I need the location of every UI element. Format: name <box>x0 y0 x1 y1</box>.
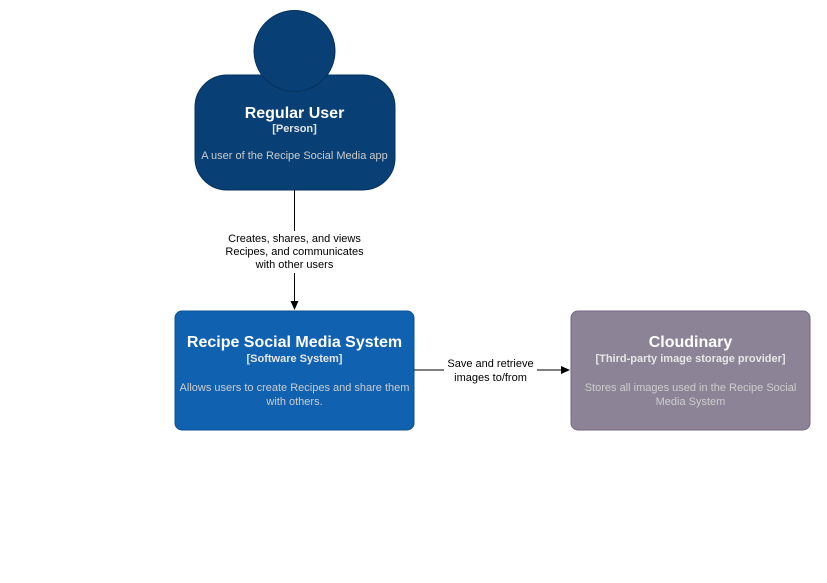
external-system-box <box>570 310 811 431</box>
person-head-icon <box>253 10 336 92</box>
edge-label-background <box>444 356 537 383</box>
edge-label-line-2: images to/from <box>454 372 527 384</box>
person-title: Regular User <box>245 105 345 122</box>
edge-label-line-1: Creates, shares, and views <box>228 233 361 245</box>
edge-label-line-3: with other users <box>255 259 334 271</box>
edge-system-to-cloudinary[interactable]: Save and retrieve images to/from <box>414 356 570 384</box>
external-system-type: [Third-party image storage provider] <box>595 353 785 365</box>
person-type: [Person] <box>272 123 317 135</box>
external-system-description-line-2: Media System <box>656 396 726 408</box>
person-node-regular-user[interactable]: Regular User [Person] A user of the Reci… <box>194 10 396 191</box>
edge-label-line-2: Recipes, and communicates <box>225 246 364 258</box>
system-description-line-2: with others. <box>265 396 322 408</box>
external-system-description-line-1: Stores all images used in the Recipe Soc… <box>585 382 797 394</box>
edge-label-background <box>222 231 367 273</box>
software-system-node-recipe[interactable]: Recipe Social Media System [Software Sys… <box>174 310 415 431</box>
external-system-node-cloudinary[interactable]: Cloudinary [Third-party image storage pr… <box>570 310 811 431</box>
system-description-line-1: Allows users to create Recipes and share… <box>180 382 410 394</box>
system-box <box>174 310 415 431</box>
person-description: A user of the Recipe Social Media app <box>201 150 388 162</box>
edge-user-to-system[interactable]: Creates, shares, and views Recipes, and … <box>222 190 367 310</box>
external-system-title: Cloudinary <box>649 334 733 351</box>
system-type: [Software System] <box>247 353 343 365</box>
edge-label-line-1: Save and retrieve <box>447 358 533 370</box>
system-title: Recipe Social Media System <box>187 334 402 351</box>
